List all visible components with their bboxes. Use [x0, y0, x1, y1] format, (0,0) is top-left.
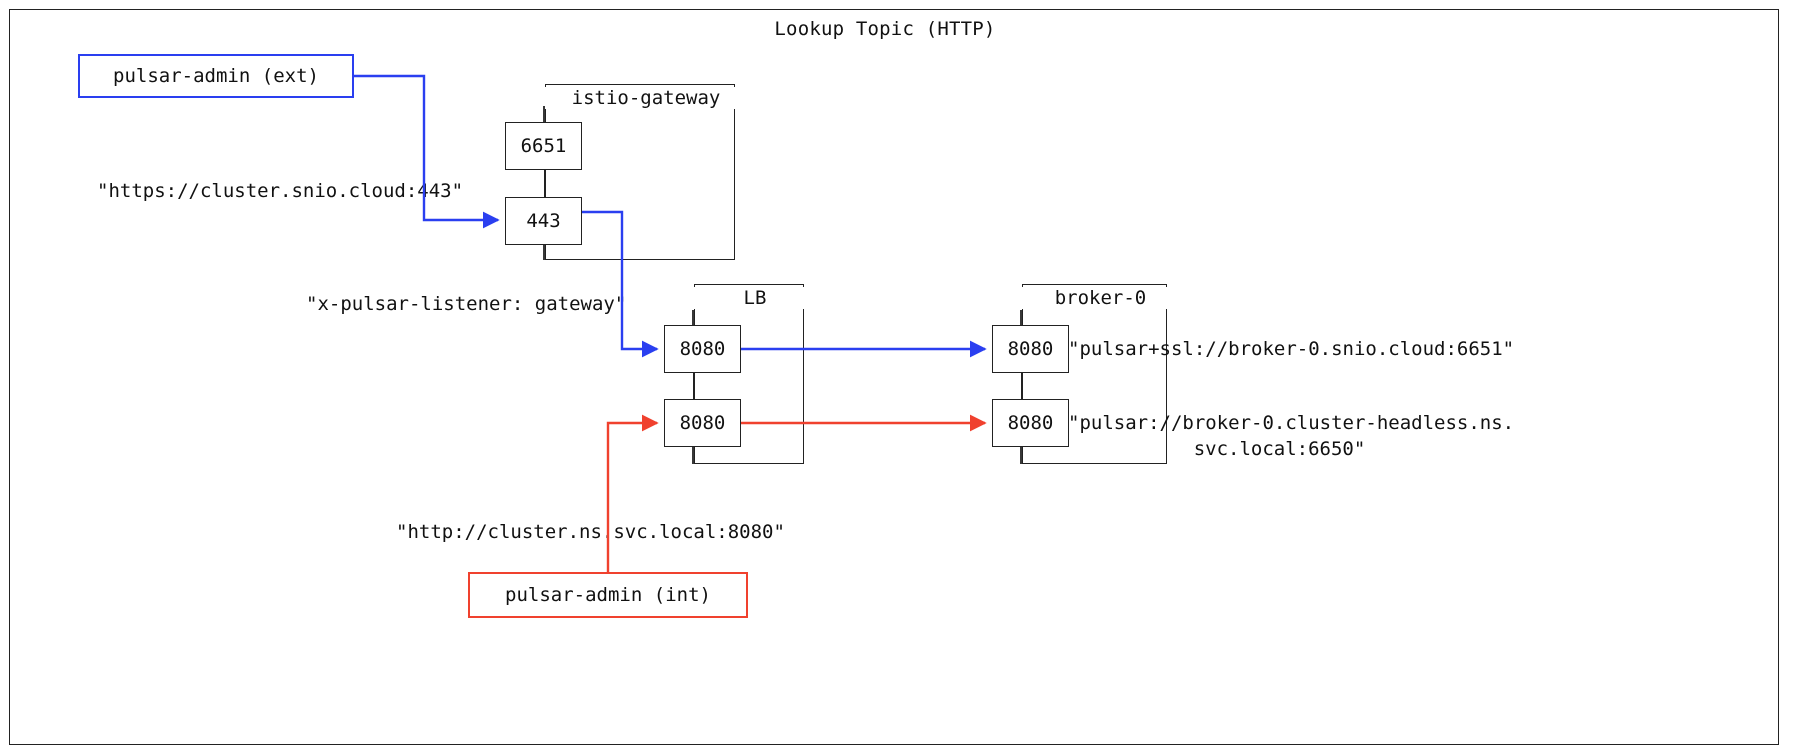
lb-port-8080-tls-label: 8080	[679, 338, 726, 360]
pulsar-admin-ext-label: pulsar-admin (ext)	[113, 65, 319, 87]
edge-label-broker-ssl-url: "pulsar+ssl://broker-0.snio.cloud:6651"	[1068, 338, 1515, 360]
cluster-lb-label: LB	[694, 287, 816, 309]
broker-port-8080-plain[interactable]: 8080	[992, 399, 1069, 447]
gateway-port-connector	[544, 170, 546, 198]
lb-port-8080-plain[interactable]: 8080	[664, 399, 741, 447]
pulsar-admin-int-box[interactable]: pulsar-admin (int)	[468, 572, 748, 618]
gateway-port-443[interactable]: 443	[505, 197, 582, 245]
pulsar-admin-int-label: pulsar-admin (int)	[505, 584, 711, 606]
edge-label-broker-plain-url-line1: "pulsar://broker-0.cluster-headless.ns.	[1068, 412, 1515, 434]
gateway-port-6651-label: 6651	[520, 135, 567, 157]
broker-port-connector	[1021, 372, 1023, 400]
diagram-frame	[9, 9, 1779, 745]
edge-label-broker-plain-url-line2: svc.local:6650"	[1193, 438, 1366, 460]
lb-port-connector	[693, 372, 695, 400]
broker-port-8080-tls-label: 8080	[1007, 338, 1054, 360]
broker-port-8080-tls[interactable]: 8080	[992, 325, 1069, 373]
pulsar-admin-ext-box[interactable]: pulsar-admin (ext)	[78, 54, 354, 98]
lb-port-8080-plain-label: 8080	[679, 412, 726, 434]
broker-port-8080-plain-label: 8080	[1007, 412, 1054, 434]
diagram-title: Lookup Topic (HTTP)	[774, 18, 996, 40]
cluster-broker-0-label: broker-0	[1022, 287, 1179, 309]
gateway-port-6651[interactable]: 6651	[505, 122, 582, 170]
cluster-istio-gateway-label: istio-gateway	[545, 87, 747, 109]
lb-port-8080-tls[interactable]: 8080	[664, 325, 741, 373]
edge-label-listener-header: "x-pulsar-listener: gateway"	[306, 293, 627, 315]
gateway-port-443-label: 443	[526, 210, 561, 232]
edge-label-int-url: "http://cluster.ns.svc.local:8080"	[396, 521, 785, 543]
edge-label-ext-url: "https://cluster.snio.cloud:443"	[97, 180, 464, 202]
